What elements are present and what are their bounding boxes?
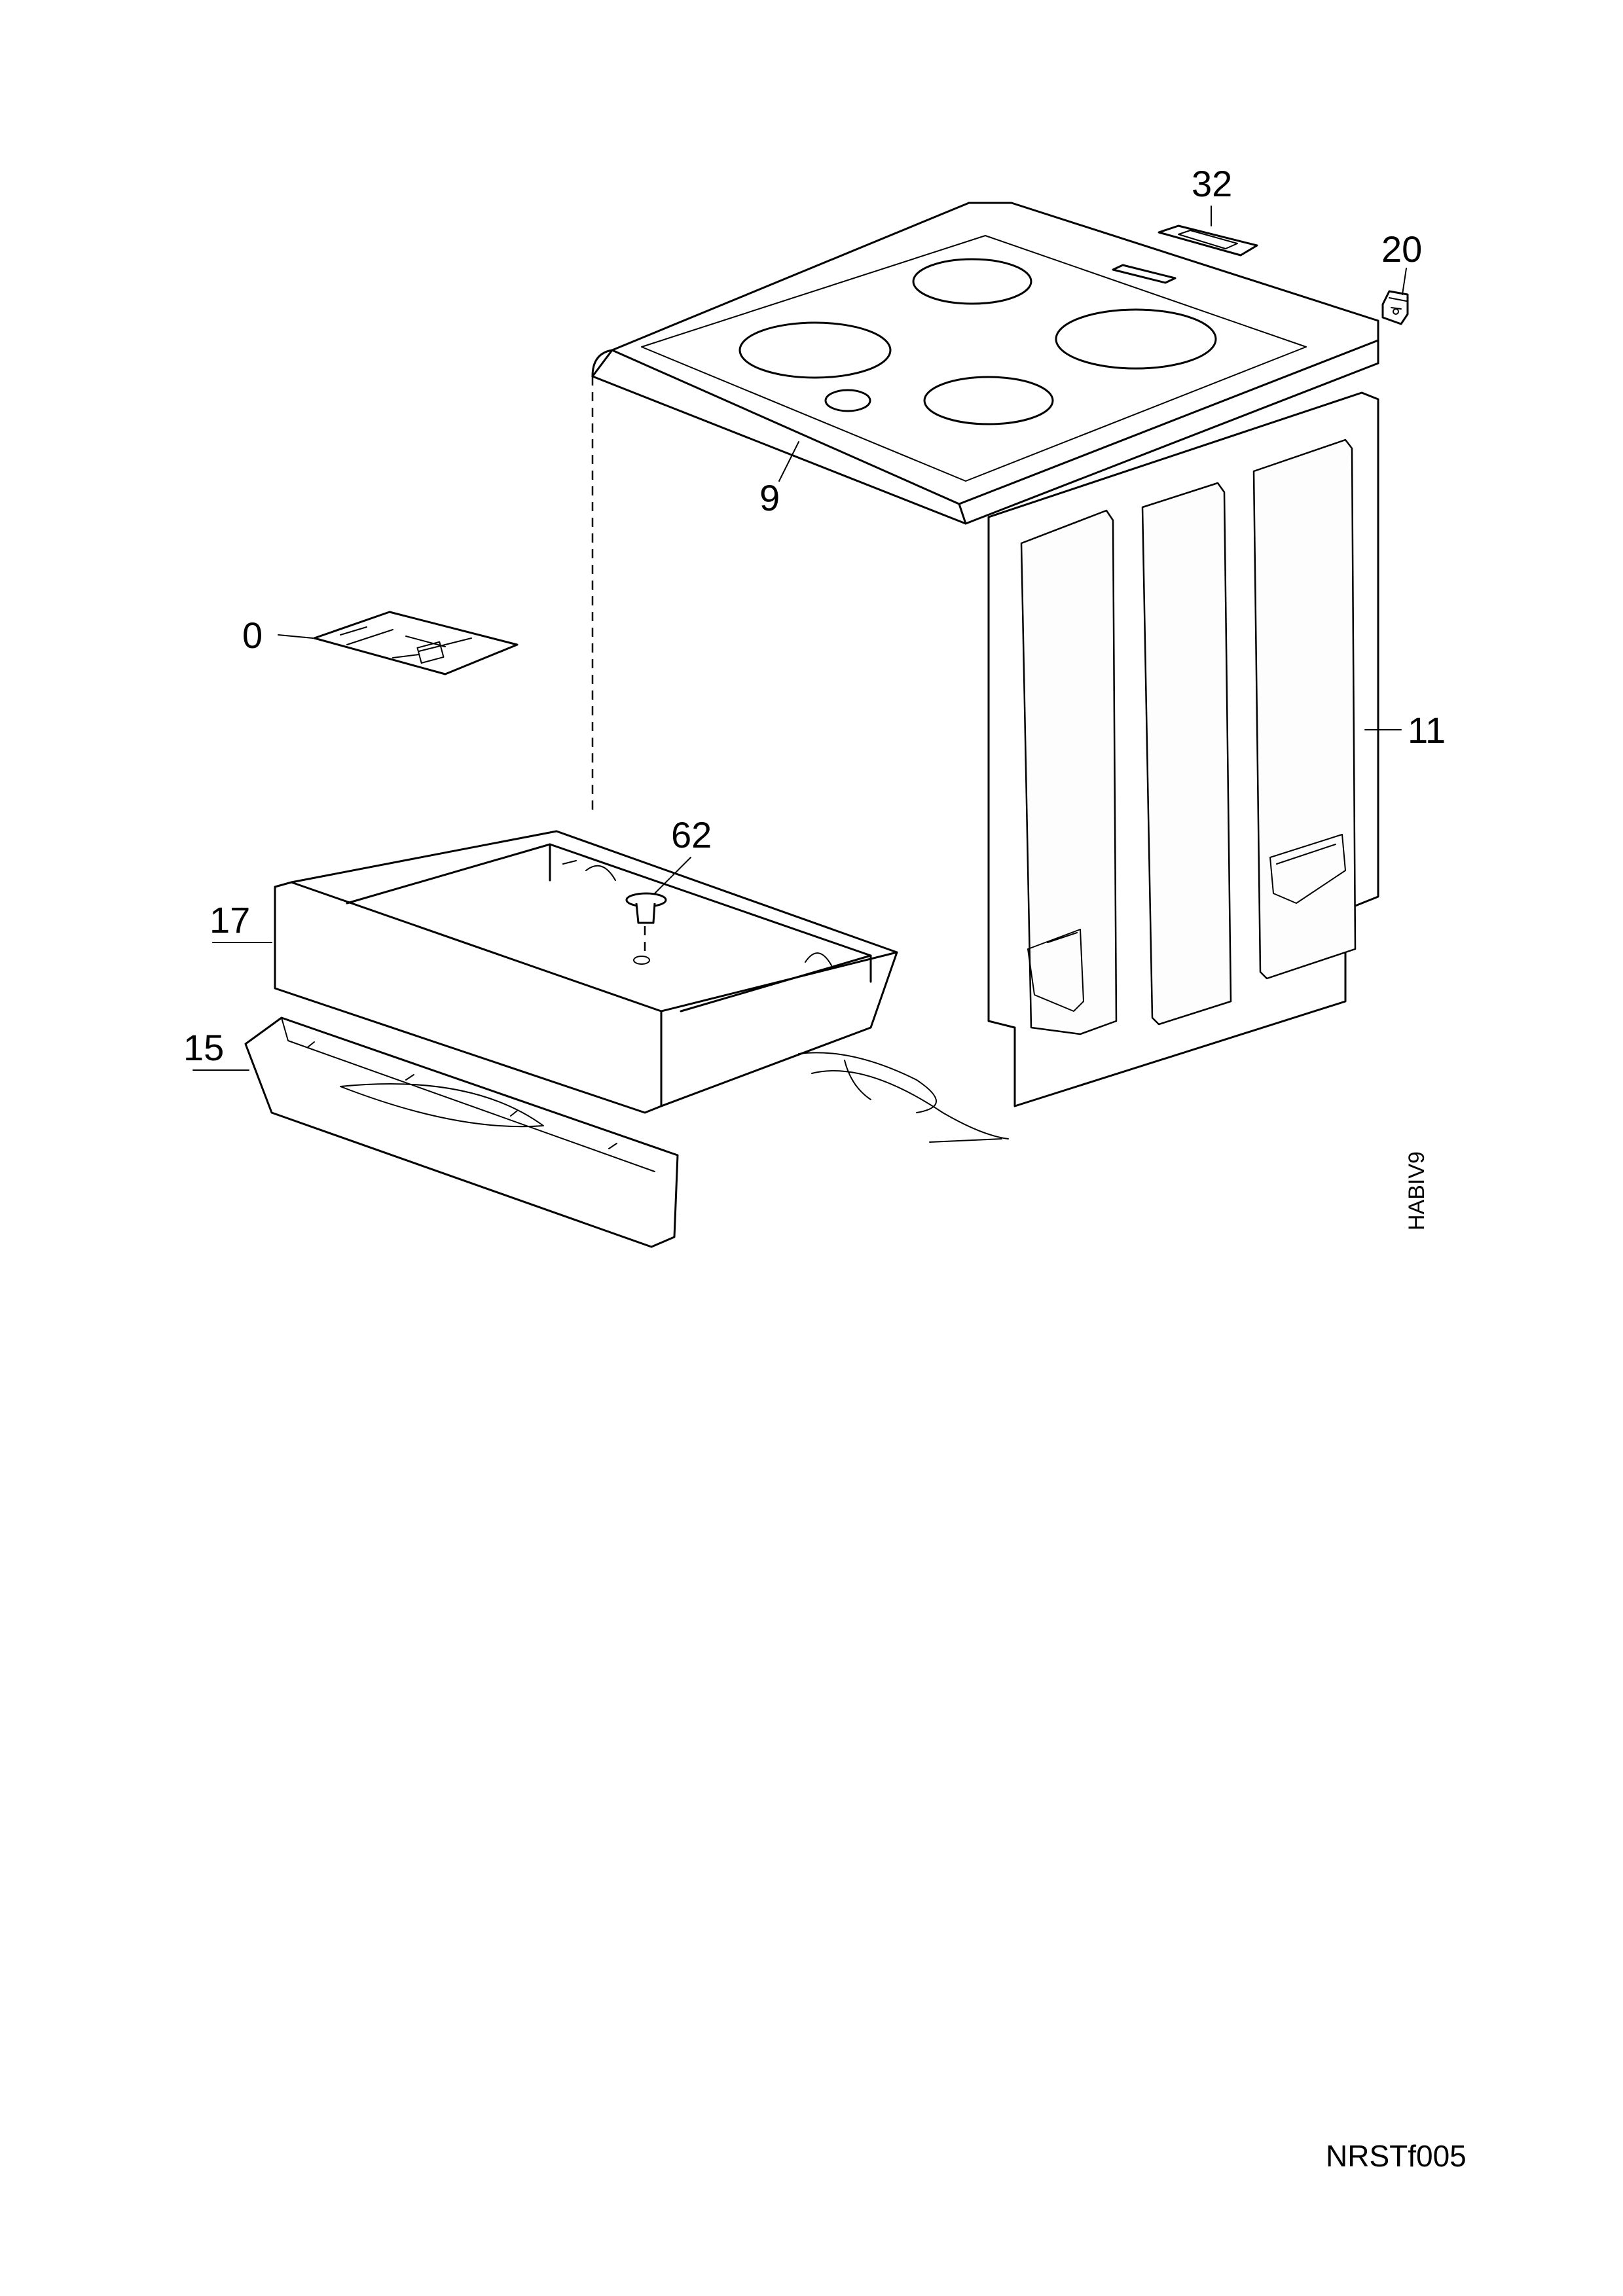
leader-20 [1402, 268, 1407, 295]
callout-17: 17 [210, 899, 250, 941]
vent-cover-part [1158, 224, 1258, 257]
indicator-lamp [824, 389, 871, 412]
callout-62: 62 [671, 814, 712, 855]
floor-sketch [798, 1052, 1009, 1143]
hotplate-front-right [923, 376, 1054, 425]
hinge-bracket-part [1381, 290, 1409, 325]
drawer-front-panel-part [244, 1016, 679, 1248]
callout-15: 15 [183, 1027, 224, 1068]
cooktop-glass [641, 235, 1307, 482]
leader-lines [192, 206, 1407, 1071]
callout-0: 0 [242, 615, 263, 656]
callout-20: 20 [1381, 228, 1422, 270]
cooker-body [591, 202, 1379, 812]
leader-62 [654, 857, 691, 894]
callout-9: 9 [759, 477, 780, 518]
leader-9 [778, 441, 799, 482]
hotplate-rear-left [912, 258, 1032, 305]
leader-0 [278, 634, 314, 639]
callout-11: 11 [1408, 709, 1446, 751]
callout-labels: 32 20 9 0 11 62 17 15 [183, 163, 1446, 1068]
storage-drawer-part [274, 830, 898, 1114]
figure-code: HABIV9 [1404, 1151, 1429, 1230]
hotplate-front-left [739, 321, 892, 379]
callout-32: 32 [1192, 163, 1232, 204]
drawer-plug-part [625, 892, 667, 952]
page-code: NRSTf005 [1326, 2139, 1467, 2173]
instruction-manual-part [313, 611, 519, 675]
hotplate-rear-right [1055, 308, 1217, 370]
rear-panel-part [987, 391, 1379, 1107]
